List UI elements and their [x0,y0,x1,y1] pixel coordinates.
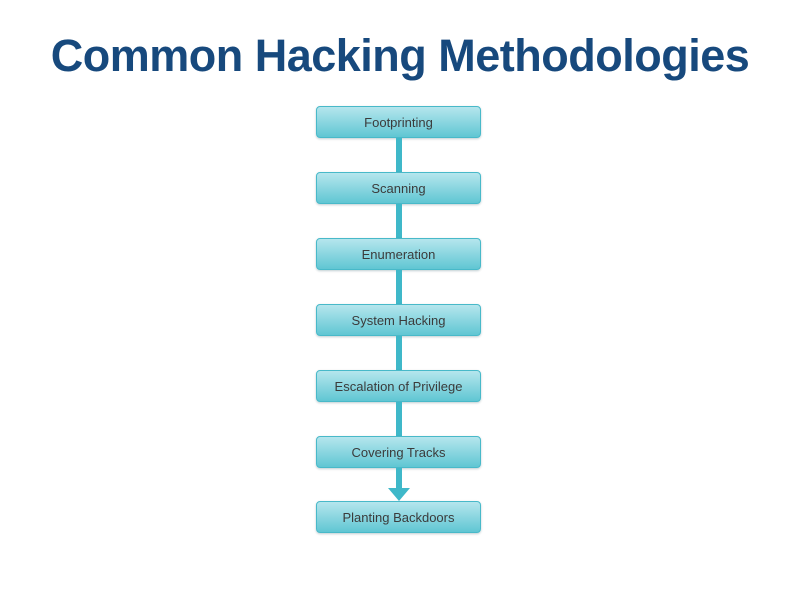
flow-step-escalation-of-privilege: Escalation of Privilege [316,370,481,402]
connector-line [395,336,402,370]
down-arrowhead-icon [387,488,410,501]
flow-step-planting-backdoors: Planting Backdoors [316,501,481,533]
flow-step-label: Escalation of Privilege [334,378,463,394]
flow-step-label: Covering Tracks [351,444,446,460]
page-title: Common Hacking Methodologies [50,30,750,81]
flow-step-label: Enumeration [361,246,436,262]
flow-step-label: Footprinting [364,114,433,130]
connector-line [395,138,402,172]
connector-line [395,204,402,238]
flow-step-system-hacking: System Hacking [316,304,481,336]
connector-line [395,402,402,436]
hacking-methodology-flowchart: Footprinting Scanning Enumeration System… [316,106,481,533]
flow-step-footprinting: Footprinting [316,106,481,138]
flow-step-label: Scanning [371,180,426,196]
flow-step-enumeration: Enumeration [316,238,481,270]
connector-arrow [387,468,410,501]
connector-line [395,270,402,304]
flow-step-scanning: Scanning [316,172,481,204]
arrow-shaft [395,468,402,488]
flow-step-label: System Hacking [351,312,446,328]
flow-step-label: Planting Backdoors [342,509,455,525]
flow-step-covering-tracks: Covering Tracks [316,436,481,468]
